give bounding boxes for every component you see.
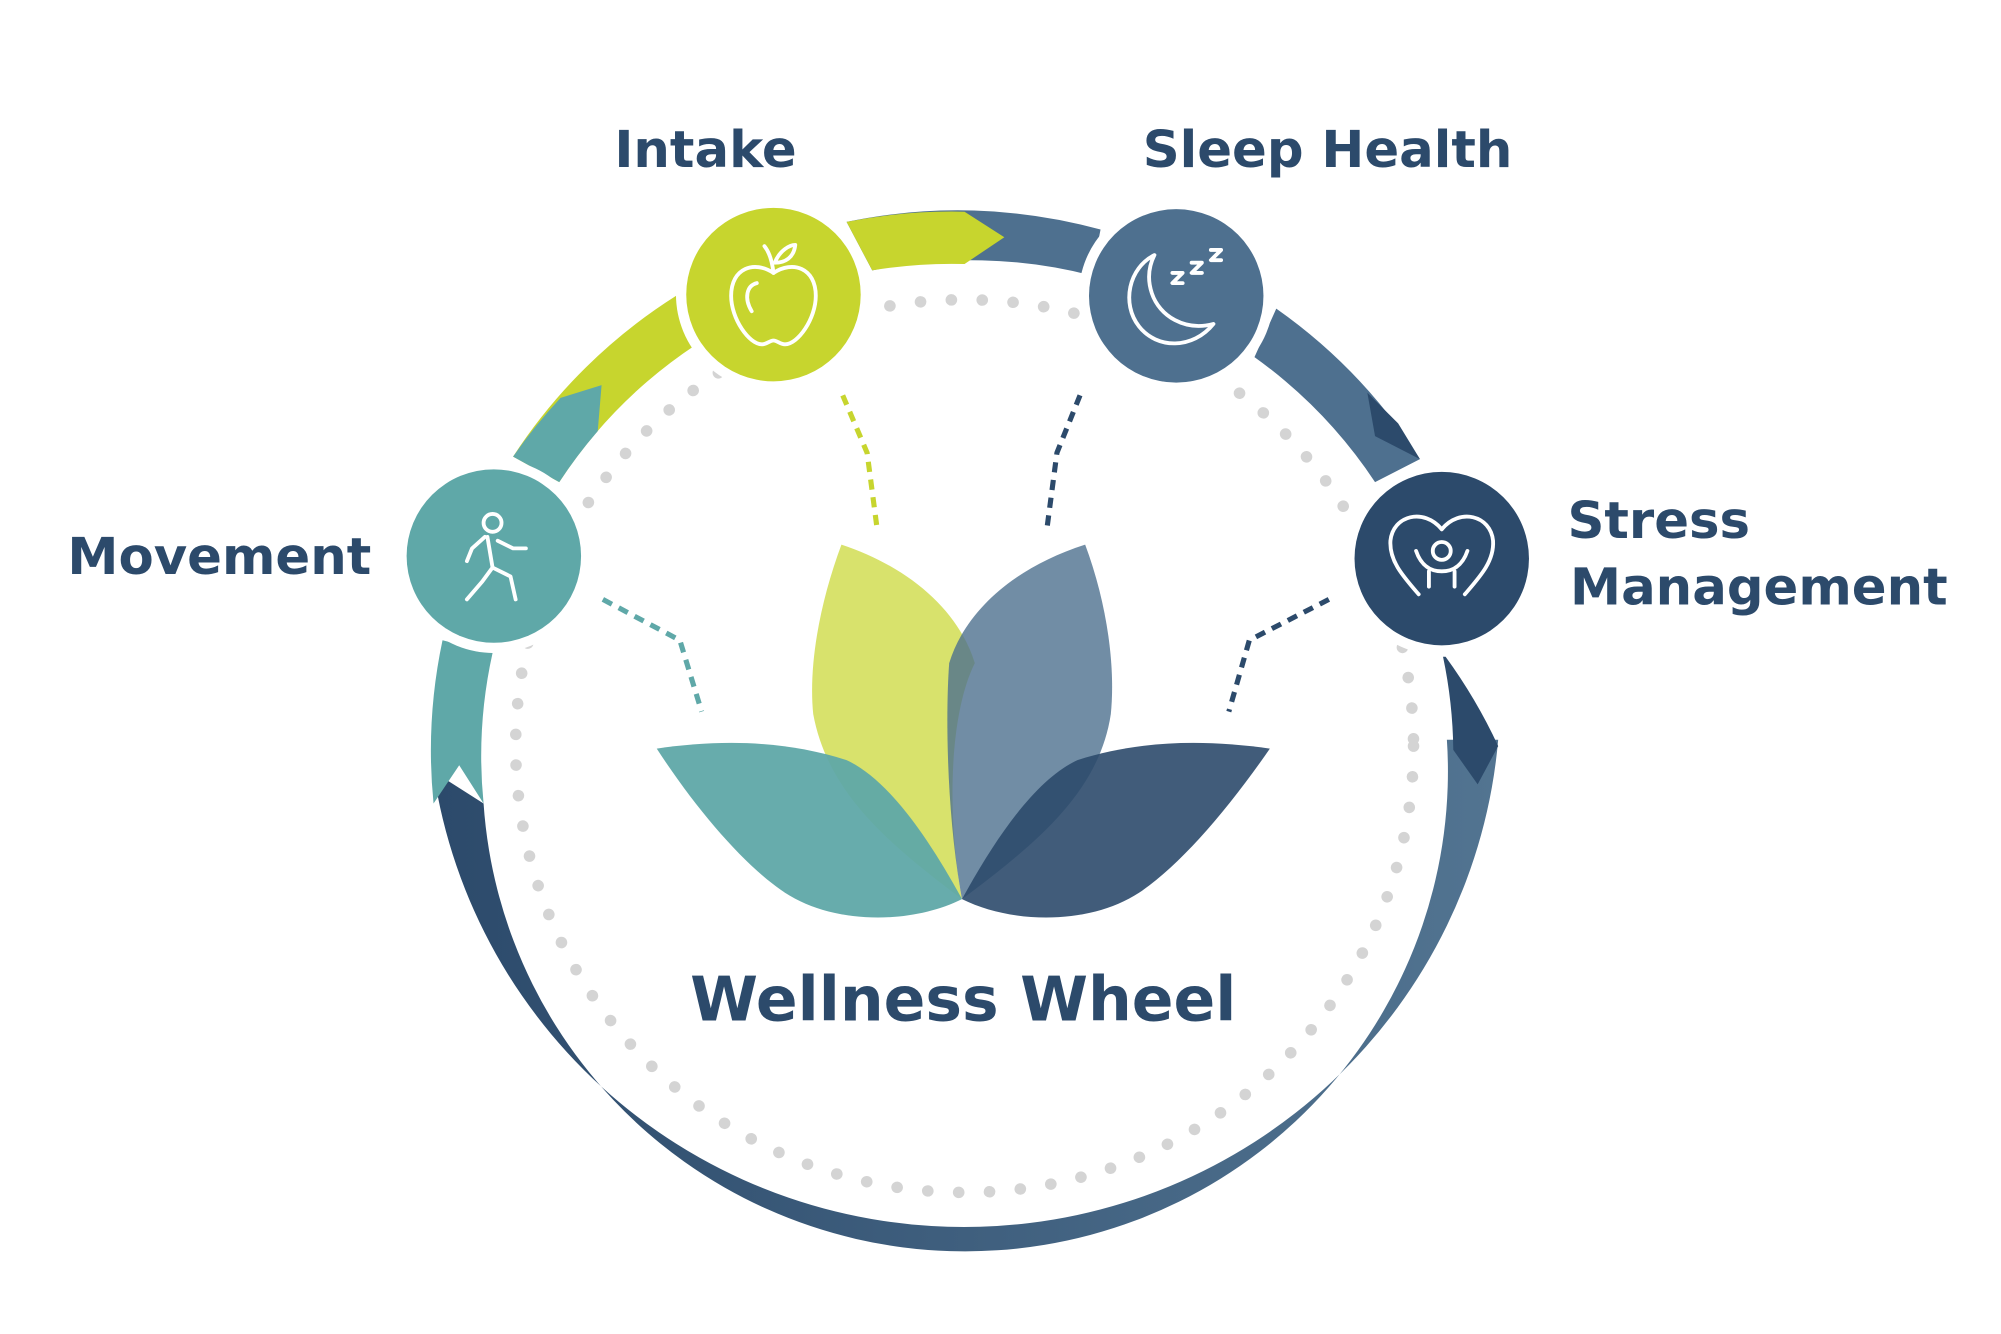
connector-stress	[1226, 597, 1331, 713]
connector-movement	[601, 597, 705, 713]
intake-node[interactable]	[675, 197, 871, 392]
ring-arc-top-right	[1254, 308, 1420, 483]
ring-arc-right	[1443, 656, 1499, 785]
dotted-inner-ring	[509, 293, 1420, 1199]
ring-arrow-top-left	[513, 385, 602, 483]
connector-sleep	[1044, 394, 1083, 531]
ring-arc-left	[430, 640, 493, 804]
ring-arrow-top-right	[1367, 392, 1420, 460]
heart-hands-icon	[1388, 514, 1495, 597]
stress-management-node[interactable]	[1344, 461, 1540, 656]
lotus-petal-right	[962, 742, 1270, 918]
stress-label-line2: Management	[1570, 559, 1948, 618]
lotus-petal-center-right	[947, 544, 1113, 900]
lotus-graphic	[656, 544, 1270, 918]
movement-node[interactable]	[396, 459, 592, 653]
sleep-health-label: Sleep Health	[1143, 121, 1513, 180]
lotus-petal-left	[656, 742, 963, 918]
connector-intake	[840, 394, 880, 531]
ring-arrow-top	[846, 211, 1005, 271]
moon-sleep-icon	[1127, 248, 1224, 346]
lotus-petal-center-left	[812, 544, 975, 900]
apple-icon	[729, 242, 818, 347]
movement-label: Movement	[67, 528, 371, 587]
diagram-title: Wellness Wheel	[690, 964, 1236, 1035]
sleep-health-node[interactable]	[1078, 198, 1274, 393]
stress-label-line1: Stress	[1567, 492, 1750, 551]
walking-person-icon	[464, 512, 528, 602]
intake-label: Intake	[614, 121, 796, 180]
